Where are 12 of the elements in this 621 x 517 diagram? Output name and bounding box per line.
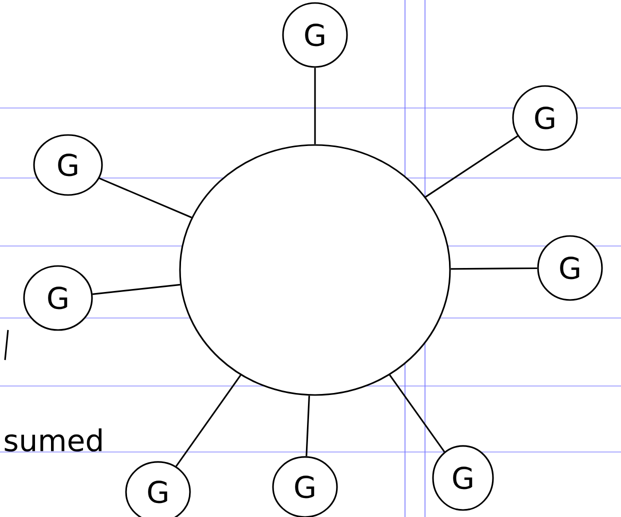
connector-line (306, 396, 310, 456)
connector-line (314, 68, 316, 144)
connector-line (92, 284, 180, 296)
large-circle (179, 144, 451, 396)
connector-line (176, 374, 242, 467)
handwritten-note: sumed (4, 428, 102, 452)
node-label: G (560, 256, 580, 280)
connector-line (389, 374, 446, 452)
connector-line (425, 135, 518, 198)
connector-line (99, 178, 192, 218)
connector-line (450, 267, 538, 270)
node-label: G (453, 466, 472, 490)
